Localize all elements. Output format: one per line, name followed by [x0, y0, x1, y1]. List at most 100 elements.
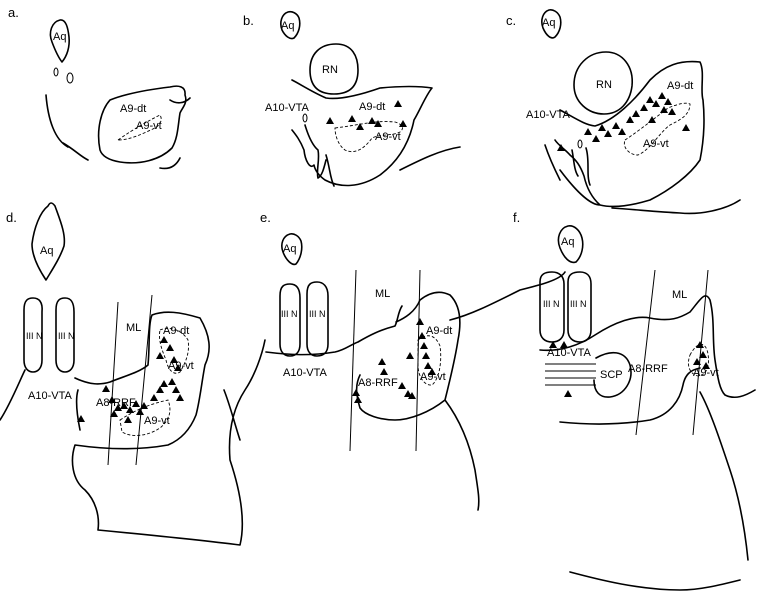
- cell-marker: [166, 344, 174, 351]
- cell-marker: [420, 342, 428, 349]
- panel-e-iiin-left-outline: [280, 284, 300, 356]
- panel-d-iiin-left-label: III N: [26, 331, 43, 341]
- cell-marker: [560, 341, 568, 348]
- cell-marker: [424, 362, 432, 369]
- cell-marker: [398, 382, 406, 389]
- panel-f-letter: f.: [513, 210, 520, 225]
- cell-marker: [160, 380, 168, 387]
- panel-d-section-line: [108, 302, 118, 465]
- cell-marker: [326, 117, 334, 124]
- cell-marker: [102, 385, 110, 392]
- cell-marker: [584, 128, 592, 135]
- cell-marker: [664, 98, 672, 105]
- cell-marker: [646, 96, 654, 103]
- panel-b-aq-label: Aq: [281, 20, 294, 32]
- panel-e-cell-markers: [352, 318, 436, 403]
- cell-marker: [668, 108, 676, 115]
- panel-f-ml-label: ML: [672, 289, 687, 301]
- panel-b-a10-label: A10-VTA: [265, 102, 309, 114]
- panel-f-iiin-right-label: III N: [570, 299, 587, 309]
- panel-b-vessel: [303, 114, 307, 122]
- cell-marker: [380, 368, 388, 375]
- cell-marker: [354, 396, 362, 403]
- panel-b-rn-label: RN: [322, 64, 338, 76]
- panel-f-aq-label: Aq: [561, 236, 574, 248]
- panel-b-a9dt-label: A9-dt: [359, 101, 385, 113]
- panel-f-scp-fibers: [545, 364, 596, 385]
- panel-a-vessel: [67, 73, 73, 83]
- panel-b-a9vt-label: A9-vt: [375, 131, 401, 143]
- cell-marker: [176, 394, 184, 401]
- panel-c: c. Aq RN A10-VTA A9-dt A9-vt: [506, 10, 740, 214]
- panel-a-brainstem-outline: [46, 86, 190, 168]
- cell-marker: [618, 128, 626, 135]
- cell-marker: [658, 92, 666, 99]
- panel-c-a9dt-label: A9-dt: [667, 80, 693, 92]
- panel-d-aqueduct-outline: [32, 203, 64, 280]
- panel-f-iiin-left-label: III N: [543, 299, 560, 309]
- cell-marker: [418, 332, 426, 339]
- panel-a: a. Aq A9-dt A9-vt: [8, 5, 190, 169]
- cell-marker: [626, 116, 634, 123]
- panel-d-aq-label: Aq: [40, 245, 53, 257]
- cell-marker: [160, 336, 168, 343]
- panel-c-cell-markers: [557, 92, 690, 151]
- cell-marker: [682, 124, 690, 131]
- cell-marker: [168, 378, 176, 385]
- cell-marker: [660, 106, 668, 113]
- cell-marker: [648, 116, 656, 123]
- panel-c-letter: c.: [506, 13, 516, 28]
- panel-f-section-line: [636, 270, 655, 435]
- panel-a-vessel: [54, 68, 58, 76]
- panel-e-iiin-right-outline: [307, 282, 328, 356]
- cell-marker: [632, 110, 640, 117]
- cell-marker: [592, 135, 600, 142]
- panel-d-cell-markers: [77, 336, 184, 423]
- panel-e-iiin-left-label: III N: [281, 309, 298, 319]
- panel-e: e. Aq III N III N ML A9-dt A10-VTA A8-RR…: [260, 210, 565, 510]
- panel-d-a10-label: A10-VTA: [28, 390, 72, 402]
- cell-marker: [150, 394, 158, 401]
- cell-marker: [422, 352, 430, 359]
- panel-f-scp-label: SCP: [600, 369, 623, 381]
- panel-a-a9vt-label: A9-vt: [136, 120, 162, 132]
- cell-marker: [378, 358, 386, 365]
- cell-marker: [352, 389, 360, 396]
- cell-marker: [557, 144, 565, 151]
- panel-d-a9vt-lower-label: A9-vt: [144, 415, 170, 427]
- panel-b: b. Aq RN A10-VTA A9-dt A9-vt: [243, 12, 460, 186]
- panel-a-letter: a.: [8, 5, 19, 20]
- panel-d-ml-label: ML: [126, 322, 141, 334]
- panel-f-a10-label: A10-VTA: [547, 347, 591, 359]
- cell-marker: [368, 117, 376, 124]
- panel-a-a9dt-label: A9-dt: [120, 103, 146, 115]
- panel-e-section-line: [350, 270, 356, 451]
- panel-e-a10-label: A10-VTA: [283, 367, 327, 379]
- panel-c-vessel: [578, 140, 582, 148]
- panel-c-aq-label: Aq: [542, 17, 555, 29]
- cell-marker: [652, 100, 660, 107]
- panel-b-letter: b.: [243, 13, 254, 28]
- panel-d-iiin-right-label: III N: [58, 331, 75, 341]
- cell-marker: [612, 122, 620, 129]
- panel-d: d. Aq III N III N ML A9-dt A9-vt A10-VTA…: [0, 203, 265, 545]
- panel-e-aq-label: Aq: [283, 243, 296, 255]
- cell-marker: [136, 408, 144, 415]
- panel-c-a9vt-label: A9-vt: [643, 138, 669, 150]
- cell-marker: [406, 352, 414, 359]
- cell-marker: [416, 318, 424, 325]
- cell-marker: [156, 352, 164, 359]
- cell-marker: [604, 130, 612, 137]
- panel-d-section-line: [136, 295, 152, 465]
- cell-marker: [172, 386, 180, 393]
- panel-e-a8-label: A8-RRF: [358, 377, 398, 389]
- panel-d-a9dt-label: A9-dt: [163, 325, 189, 337]
- panel-d-brainstem-outline: [0, 312, 265, 545]
- panel-e-ml-label: ML: [375, 288, 390, 300]
- cell-marker: [394, 100, 402, 107]
- panel-e-letter: e.: [260, 210, 271, 225]
- cell-marker: [564, 390, 572, 397]
- panel-f: f. Aq III N III N ML A10-VTA SCP A8-RRF …: [513, 210, 755, 590]
- panel-c-a10-label: A10-VTA: [526, 109, 570, 121]
